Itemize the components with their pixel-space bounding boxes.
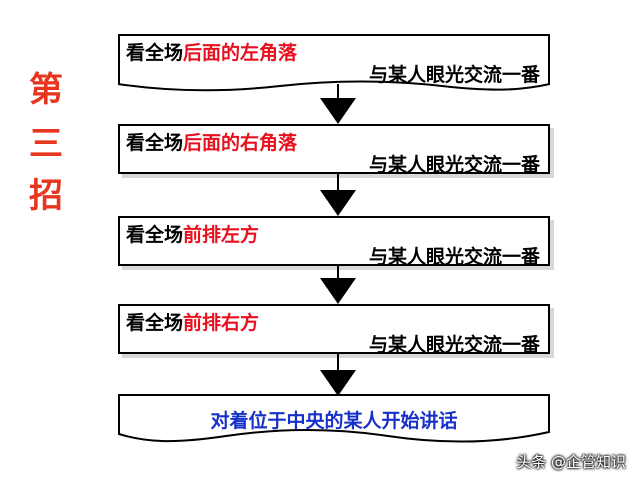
- watermark: 头条 @企管知识: [516, 453, 626, 471]
- step-1-line-1: 看全场后面的左角落: [126, 38, 297, 65]
- step-box-3: 看全场前排左方 与某人眼光交流一番: [118, 216, 550, 268]
- step-2-line-1: 看全场后面的右角落: [126, 128, 297, 155]
- down-arrow-4: [320, 354, 356, 396]
- step-2-line-2: 与某人眼光交流一番: [368, 154, 540, 176]
- step-box-1: 看全场后面的左角落 与某人眼光交流一番: [118, 34, 550, 92]
- step-3-prefix: 看全场: [126, 224, 184, 246]
- step-2-highlight: 后面的右角落: [183, 132, 298, 154]
- step-box-4: 看全场前排右方 与某人眼光交流一番: [118, 304, 550, 356]
- side-title-char-1: 第: [29, 70, 63, 110]
- step-4-line-1: 看全场前排右方: [126, 308, 259, 335]
- step-3-highlight: 前排左方: [183, 224, 260, 246]
- final-step-text: 对着位于中央的某人开始讲话: [210, 410, 458, 432]
- step-3-line-2: 与某人眼光交流一番: [368, 246, 540, 268]
- document-shape: [118, 394, 550, 443]
- step-1-highlight: 后面的左角落: [183, 42, 298, 64]
- wavy-bottom-border: [118, 80, 550, 92]
- step-1-prefix: 看全场: [126, 42, 184, 64]
- step-4-line-2: 与某人眼光交流一番: [368, 334, 540, 356]
- down-arrow-2: [320, 174, 356, 216]
- down-arrow-1: [320, 84, 356, 124]
- side-title-char-2: 三: [29, 124, 63, 164]
- step-1-line-2: 与某人眼光交流一番: [368, 64, 540, 86]
- final-step-box: 对着位于中央的某人开始讲话: [118, 394, 550, 444]
- step-3-line-1: 看全场前排左方: [126, 220, 259, 247]
- step-2-prefix: 看全场: [126, 132, 184, 154]
- down-arrow-3: [320, 266, 356, 304]
- side-title-char-3: 招: [29, 176, 63, 216]
- step-4-highlight: 前排右方: [183, 312, 260, 334]
- step-4-prefix: 看全场: [126, 312, 184, 334]
- step-box-2: 看全场后面的右角落 与某人眼光交流一番: [118, 124, 550, 176]
